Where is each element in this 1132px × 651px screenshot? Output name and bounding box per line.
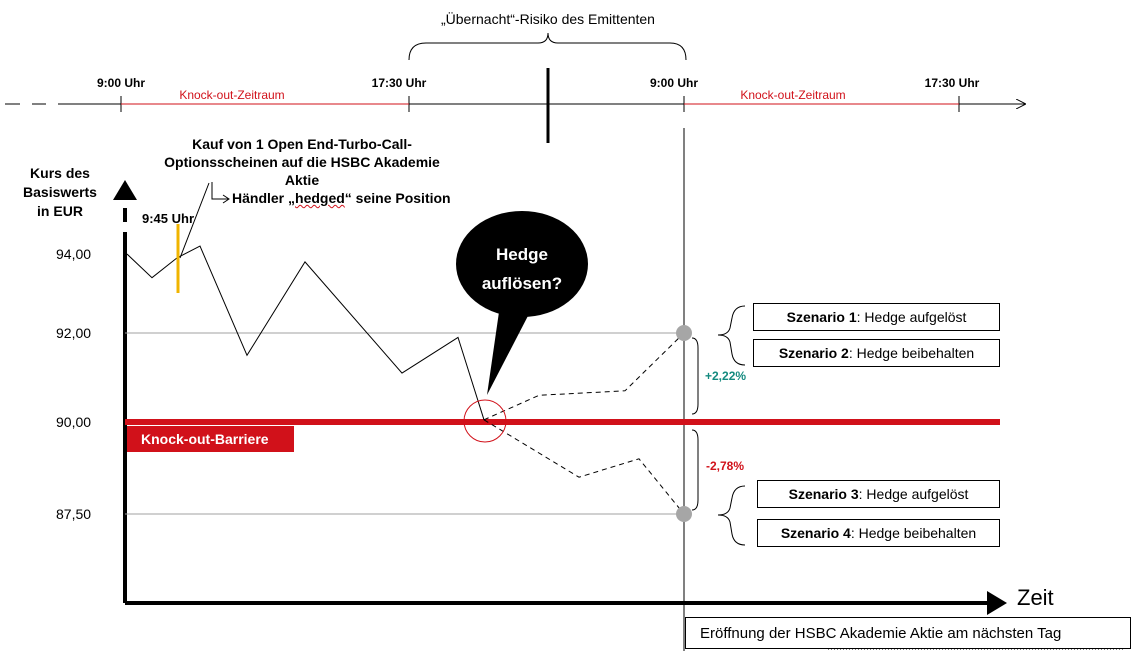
purchase-time-label: 9:45 Uhr <box>142 211 195 226</box>
knockout-barrier-label: Knock-out-Barriere <box>127 426 294 452</box>
dealer-arrow <box>211 182 228 200</box>
scenario-box-3: Szenario 3: Hedge aufgelöst <box>757 480 1000 508</box>
scenario-3-title: Szenario 3 <box>788 486 859 502</box>
scenario-3-text: : Hedge aufgelöst <box>858 486 969 502</box>
next-day-open-box: Eröffnung der HSBC Akademie Aktie am näc… <box>685 617 1131 649</box>
speech-bubble-tail <box>487 305 530 395</box>
purchase-line-2: Optionsscheinen auf die HSBC Akademie <box>164 154 440 170</box>
change-up-label: +2,22% <box>705 369 747 383</box>
speech-bubble-line-1: Hedge <box>496 245 548 264</box>
dealer-suffix: “ seine Position <box>344 190 451 206</box>
overnight-brace <box>408 32 687 61</box>
time-label-4: 17:30 Uhr <box>924 76 980 90</box>
time-label-2: 17:30 Uhr <box>371 76 427 90</box>
overnight-risk-label: „Übernacht“-Risiko des Emittenten <box>441 11 655 27</box>
scenario-box-4: Szenario 4: Hedge beibehalten <box>757 519 1000 547</box>
time-label-1: 9:00 Uhr <box>96 76 146 90</box>
scenario-4-title: Szenario 4 <box>780 525 851 541</box>
scenario-box-2: Szenario 2: Hedge beibehalten <box>753 339 1000 367</box>
change-brace-down <box>691 429 699 511</box>
purchase-annotation: Kauf von 1 Open End-Turbo-Call- Optionss… <box>142 135 462 189</box>
dealer-word: hedged <box>295 190 345 206</box>
speech-bubble <box>456 211 588 317</box>
barrier-touch-circle <box>463 399 507 443</box>
x-axis-label: Zeit <box>1017 585 1054 610</box>
purchase-pointer <box>179 182 210 259</box>
change-down-label: -2,78% <box>706 459 745 473</box>
y-axis-label-line-2: Basiswerts <box>23 184 97 200</box>
y-axis-label-line-1: Kurs des <box>30 165 90 181</box>
knockout-period-label-1: Knock-out-Zeitraum <box>179 88 285 102</box>
scenario-4-text: : Hedge beibehalten <box>850 525 977 541</box>
scenario-path-up <box>483 332 685 421</box>
dealer-prefix: Händler „ <box>232 190 296 206</box>
change-brace-up <box>691 337 699 415</box>
y-axis-label-line-3: in EUR <box>37 203 83 219</box>
scenario-path-down <box>483 419 685 515</box>
dealer-annotation: Händler „hedged“ seine Position <box>232 190 451 206</box>
time-label-3: 9:00 Uhr <box>649 76 699 90</box>
y-axis-label: Kurs des Basiswerts in EUR <box>4 164 116 221</box>
knockout-period-label-2: Knock-out-Zeitraum <box>740 88 846 102</box>
y-tick-92: 92,00 <box>56 325 92 341</box>
y-tick-8750: 87,50 <box>56 506 92 522</box>
purchase-line-3: Aktie <box>284 172 320 188</box>
scenario-point-down <box>676 506 692 522</box>
scenario-brace-down <box>717 485 746 546</box>
speech-bubble-text: Hedge auflösen? <box>460 240 584 298</box>
purchase-line-1: Kauf von 1 Open End-Turbo-Call- <box>192 136 412 152</box>
scenario-1-text: : Hedge aufgelöst <box>856 309 967 325</box>
scenario-2-title: Szenario 2 <box>778 345 849 361</box>
scenario-brace-up <box>717 305 746 366</box>
price-path <box>126 245 485 420</box>
y-tick-94: 94,00 <box>56 246 92 262</box>
scenario-2-text: : Hedge beibehalten <box>848 345 975 361</box>
scenario-box-1: Szenario 1: Hedge aufgelöst <box>753 303 1000 331</box>
scenario-1-title: Szenario 1 <box>786 309 857 325</box>
scenario-point-up <box>676 325 692 341</box>
speech-bubble-line-2: auflösen? <box>481 274 563 293</box>
y-tick-90: 90,00 <box>56 414 92 430</box>
